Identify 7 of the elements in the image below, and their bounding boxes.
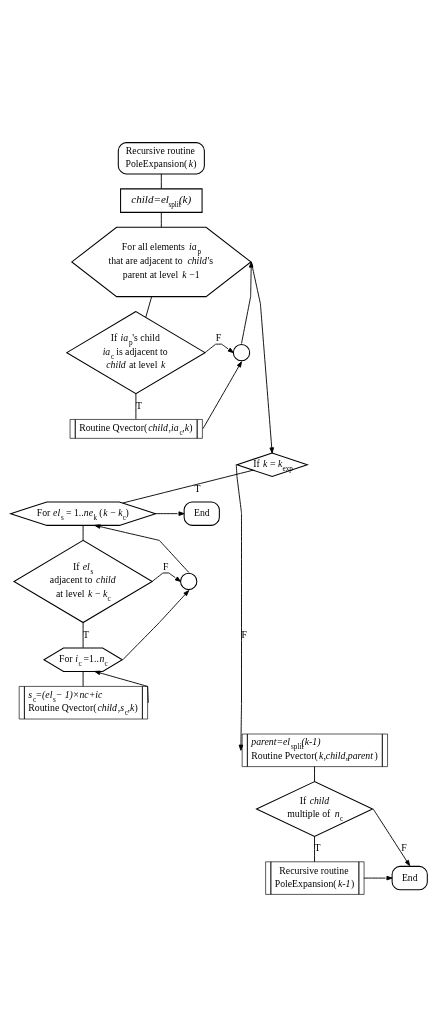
edge-label: F: [241, 628, 247, 640]
edge-label: T: [83, 628, 90, 640]
edge-label: T: [135, 399, 142, 411]
edge-label: F: [401, 841, 407, 853]
edge-label: T: [194, 481, 201, 493]
edge-label: F: [162, 560, 169, 572]
edge-label: F: [215, 331, 222, 343]
